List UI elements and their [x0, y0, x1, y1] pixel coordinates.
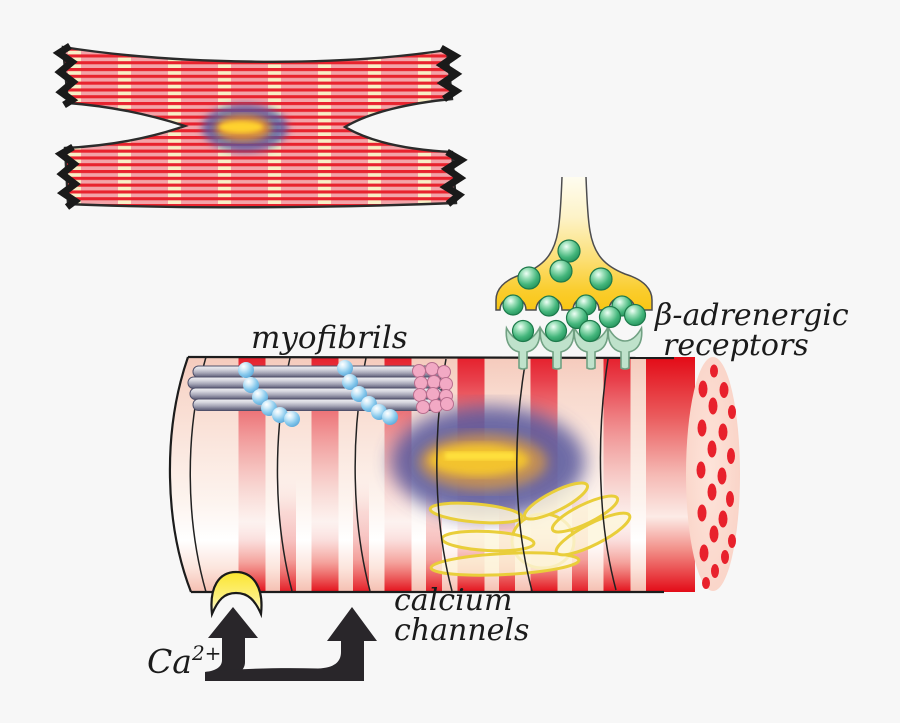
fiber-end-cross-section	[686, 357, 740, 591]
beta-receptor	[607, 325, 643, 370]
nerve-terminal	[495, 176, 653, 343]
beta-receptors-label-line1: β-adrenergic	[655, 298, 849, 333]
calcium-ion-label: Ca2+	[147, 641, 222, 681]
up-arrow-left	[205, 607, 258, 680]
intercalated-disc	[435, 44, 463, 102]
intercalated-disc	[54, 143, 82, 210]
calcium-channel	[210, 570, 263, 619]
intercalated-discs	[52, 43, 468, 210]
sarcoplasmic-reticulum	[428, 481, 632, 577]
intercalated-disc	[439, 148, 468, 207]
beta-receptors-label: β-adrenergic receptors	[655, 301, 849, 361]
myofibril-cross-sections	[412, 362, 454, 414]
calcium-ions	[238, 360, 398, 427]
up-arrow-right-with-bar	[205, 607, 377, 681]
calcium-channels-label: calcium channels	[394, 586, 529, 646]
beta-receptors-label-line2: receptors	[663, 328, 809, 363]
neurotransmitter-vesicles	[517, 239, 613, 291]
intercalated-disc	[52, 43, 79, 108]
cardiomyocyte-cell	[52, 43, 468, 210]
calcium-channels-label-line1: calcium	[394, 583, 513, 618]
calcium-flow-arrows	[205, 607, 377, 681]
calcium-channels-label-line2: channels	[394, 613, 530, 648]
myofibril-bundle	[187, 360, 454, 427]
muscle-fiber	[168, 355, 740, 594]
released-neurotransmitters	[502, 294, 647, 343]
myofibrils-label: myofibrils	[251, 320, 408, 356]
fiber-nucleus	[391, 406, 585, 518]
calcium-ion-charge: 2+	[191, 641, 222, 665]
cell-nucleus	[202, 104, 288, 152]
